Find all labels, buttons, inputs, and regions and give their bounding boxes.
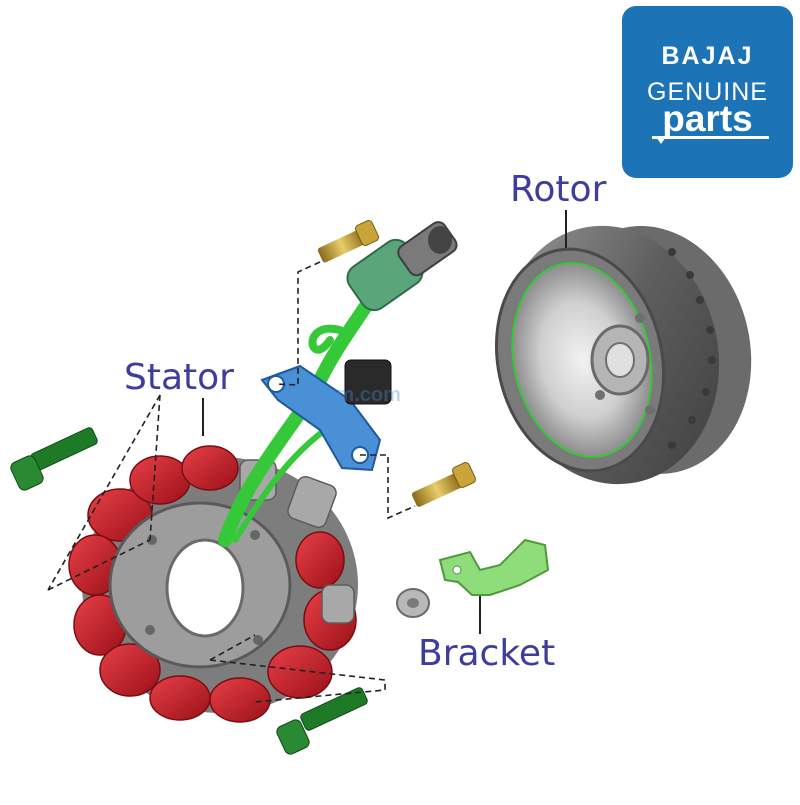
logo-genuine-text: GENUINE <box>647 78 768 106</box>
connector-part <box>346 221 458 312</box>
logo-brand-text: BAJAJ <box>661 42 754 70</box>
bracket-label: Bracket <box>418 633 556 674</box>
assembly-guide-lines <box>47 261 416 703</box>
bajaj-genuine-parts-logo: BAJAJ GENUINE parts <box>622 6 793 178</box>
bolt-green-bottom <box>276 687 368 755</box>
rotor-part <box>494 210 752 485</box>
pulser-coil-part <box>260 359 392 472</box>
stator-label: Stator <box>124 357 234 398</box>
bolt-brass-top <box>317 220 379 263</box>
watermark: gpm.com <box>312 384 401 406</box>
logo-parts-text: parts <box>662 98 753 139</box>
logo-underline <box>652 136 769 139</box>
bracket-part <box>396 538 550 634</box>
logo-arrow-icon <box>656 137 666 144</box>
stator-part <box>68 398 358 723</box>
rotor-label: Rotor <box>510 169 607 210</box>
bolt-brass-right <box>411 462 476 507</box>
bolt-green-left <box>10 427 98 491</box>
